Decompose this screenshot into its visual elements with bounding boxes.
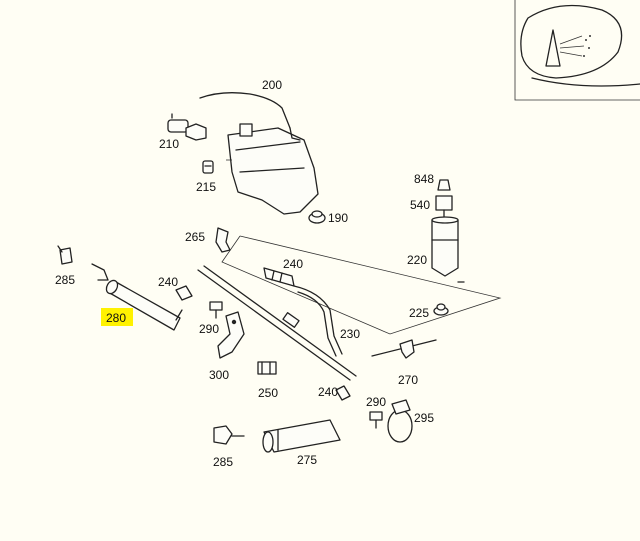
label-290-a: 290 — [199, 322, 219, 336]
label-270: 270 — [398, 373, 418, 387]
washer-reservoir-200[interactable] — [199, 92, 319, 215]
nozzle-848[interactable] — [437, 179, 451, 191]
clamp-295[interactable] — [387, 399, 413, 443]
label-220: 220 — [407, 253, 427, 267]
label-230: 230 — [340, 327, 360, 341]
pump-210[interactable] — [167, 113, 207, 141]
nozzle-270[interactable] — [371, 339, 437, 359]
connector-240-c[interactable] — [335, 385, 351, 401]
highlight-280 — [101, 308, 133, 326]
label-240-c: 240 — [318, 385, 338, 399]
cap-540[interactable] — [435, 195, 453, 219]
inset-vehicle-view — [514, 0, 640, 101]
fitting-285-a[interactable] — [57, 245, 73, 265]
label-300: 300 — [209, 368, 229, 382]
connector-240-b[interactable] — [175, 285, 193, 301]
label-210: 210 — [159, 137, 179, 151]
label-190: 190 — [328, 211, 348, 225]
label-848: 848 — [414, 172, 434, 186]
label-275: 275 — [297, 453, 317, 467]
label-200: 200 — [262, 78, 282, 92]
label-295: 295 — [414, 411, 434, 425]
label-240-b: 240 — [158, 275, 178, 289]
label-285-a: 285 — [55, 273, 75, 287]
hose-230[interactable] — [197, 265, 357, 381]
mounting-outline — [221, 235, 502, 335]
pump-275[interactable] — [262, 419, 341, 453]
bracket-300[interactable] — [217, 311, 245, 359]
label-240-a: 240 — [283, 257, 303, 271]
label-215: 215 — [196, 180, 216, 194]
label-540: 540 — [410, 198, 430, 212]
bolt-290-a[interactable] — [209, 301, 223, 319]
label-250: 250 — [258, 386, 278, 400]
label-265: 265 — [185, 230, 205, 244]
label-290-b: 290 — [366, 395, 386, 409]
cylinder-220[interactable] — [431, 216, 465, 283]
fitting-285-b[interactable] — [213, 425, 245, 445]
label-225: 225 — [409, 306, 429, 320]
grommet-215[interactable] — [202, 160, 214, 174]
label-280: 280 — [106, 311, 126, 325]
washer-jet-280[interactable] — [91, 263, 183, 331]
label-285-b: 285 — [213, 455, 233, 469]
grommet-225[interactable] — [433, 303, 449, 316]
clip-250[interactable] — [257, 361, 277, 375]
bolt-290-b[interactable] — [369, 411, 383, 429]
fitting-265[interactable] — [215, 227, 231, 253]
cap-190[interactable] — [308, 210, 326, 224]
